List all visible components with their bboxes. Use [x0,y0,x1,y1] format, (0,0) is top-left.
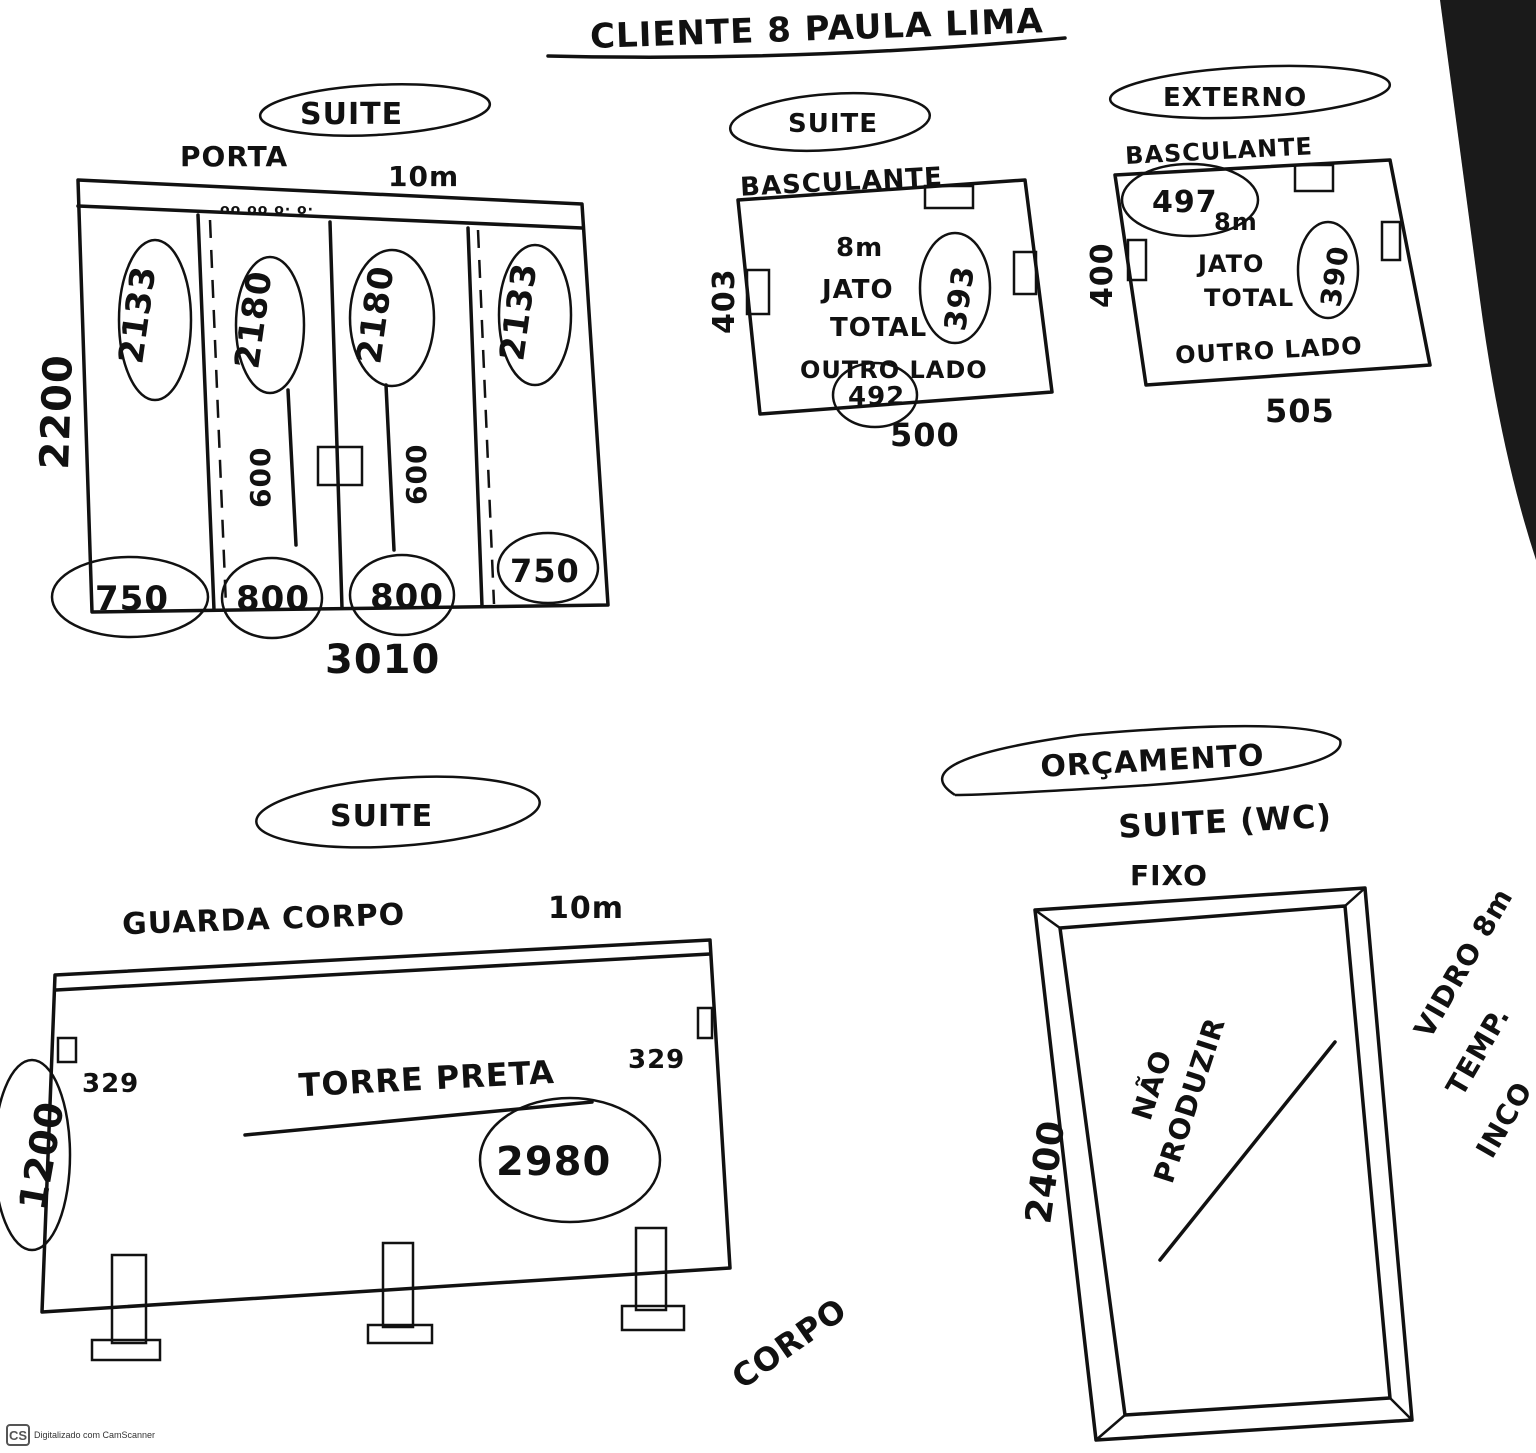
guarda-corpo-section-label: SUITE [330,799,433,834]
porta-overlap-dashed-2 [476,229,496,605]
porta-handle-2 [384,383,396,552]
svg-text:2180: 2180 [227,268,280,371]
basculante-externo-circled-width: 497 [1152,185,1218,220]
guarda-corpo-label: GUARDA CORPO [122,897,406,942]
porta-section-label: SUITE [300,97,403,132]
basculante-externo-circled-height: 390 [1314,244,1355,309]
porta-glass: 10m [388,160,459,193]
guarda-corpo-section-oval [255,775,541,849]
title-underline [546,36,1067,59]
basculante-suite-section-label: SUITE [788,109,878,139]
basculante-suite-section-oval [728,91,932,153]
orcamento-frame-corner-tl [1034,908,1061,930]
basculante-externo-hinge-right [1380,220,1402,262]
guarda-corpo-right-offset: 329 [628,1045,685,1075]
porta-divider-1 [196,213,216,612]
guarda-corpo-line [243,1100,594,1137]
porta-width: 3010 [325,637,440,683]
basculante-suite-hinge-right [1012,250,1038,296]
svg-text:750: 750 [95,579,169,619]
porta-handle-length-2: 600 [400,444,433,505]
client-title: CLIENTE 8 PAULA LIMA [589,1,1044,57]
orcamento-label: FIXO [1130,859,1208,892]
guarda-corpo-finish: TORRE PRETA [298,1053,556,1104]
basculante-suite-circled-width: 492 [848,382,905,412]
basculante-suite-hinge-left [745,268,771,316]
guarda-corpo-clip-right [696,1006,714,1040]
guarda-corpo-clip-left [56,1036,78,1064]
basculante-externo-circled-width-oval [1120,162,1260,238]
porta-rollers: oo oo o· o· [220,202,314,218]
porta-panel-heights: 2133 2180 2180 2133 [111,238,573,402]
porta-top-rail [76,204,584,230]
basculante-externo-height: 400 [1085,242,1120,308]
basculante-suite-width: 500 [890,416,960,454]
guarda-corpo-posts [90,1226,686,1362]
basculante-suite-hinge-top [923,184,975,210]
svg-text:750: 750 [510,552,580,590]
basculante-externo-hinge-left [1126,238,1148,282]
porta-frame [76,178,610,614]
orcamento-height: 2400 [1018,1117,1073,1226]
orcamento-frame-corner-br [1389,1397,1413,1421]
guarda-corpo-handrail [54,952,712,992]
porta-divider-2 [328,220,344,610]
basculante-externo-hinge-top [1293,163,1335,193]
guarda-corpo-circled-width: 2980 [496,1139,611,1185]
camscanner-text: Digitalizado com CamScanner [34,1430,156,1440]
basculante-suite-circled-width-oval [831,361,919,429]
svg-text:800: 800 [236,579,310,619]
orcamento-frame-corner-bl [1095,1414,1126,1441]
guarda-corpo-frame [40,938,732,1314]
scanner-watermark: CS Digitalizado com CamScanner [6,1423,155,1447]
guarda-corpo-left-offset: 329 [82,1069,139,1099]
basculante-externo-side-note: OUTRO LADO [1174,332,1363,370]
guarda-corpo-height: 1200 [11,1098,73,1214]
orcamento-heading-oval [941,724,1342,797]
porta-handle-1 [286,388,298,547]
basculante-externo-glass: 8m [1214,208,1258,236]
scan-edge-shadow [1440,0,1536,560]
porta-label: PORTA [180,140,288,173]
porta-lock [316,445,364,487]
basculante-suite-side-note: OUTRO LADO [800,356,988,384]
basculante-externo-width: 505 [1265,392,1335,430]
svg-text:2133: 2133 [492,260,545,363]
guarda-corpo-circled-width-oval [478,1096,662,1224]
svg-text:oo oo o· o·: oo oo o· o· [220,202,314,218]
svg-text:800: 800 [370,577,444,617]
basculante-suite-finish-1: JATO [820,275,894,305]
porta-section-oval [258,83,492,137]
guarda-corpo-height-oval [0,1058,72,1252]
guarda-corpo-glass: 10m [548,891,624,926]
orcamento-side-3: INCO [1469,1076,1536,1164]
porta-divider-3 [466,226,484,608]
basculante-externo-finish-1: JATO [1196,250,1264,278]
basculante-externo-section-oval [1108,64,1392,120]
basculante-suite-height: 403 [707,268,742,334]
porta-overlap-dashed-1 [208,219,228,607]
orcamento-slash [1158,1040,1337,1262]
orcamento-frame-corner-tr [1344,887,1366,907]
basculante-suite-glass: 8m [836,233,883,263]
basculante-suite-circled-height-oval [918,231,992,345]
basculante-externo-section-label: EXTERNO [1163,83,1307,113]
svg-text:2133: 2133 [111,263,164,366]
basculante-suite-circled-height: 393 [938,263,982,333]
basculante-suite-finish-2: TOTAL [830,313,927,343]
orcamento-frame-inner [1058,904,1392,1417]
basculante-externo-finish-2: TOTAL [1204,284,1294,312]
porta-handle-length-1: 600 [244,447,277,508]
guarda-corpo-bottom-note: CORPO [725,1290,854,1396]
basculante-externo-circled-height-oval [1296,220,1360,320]
porta-height: 2200 [32,353,82,470]
camscanner-logo: CS [6,1424,30,1446]
orcamento-section: SUITE (WC) [1117,797,1332,846]
porta-panel-widths: 750 800 800 750 [50,531,600,640]
